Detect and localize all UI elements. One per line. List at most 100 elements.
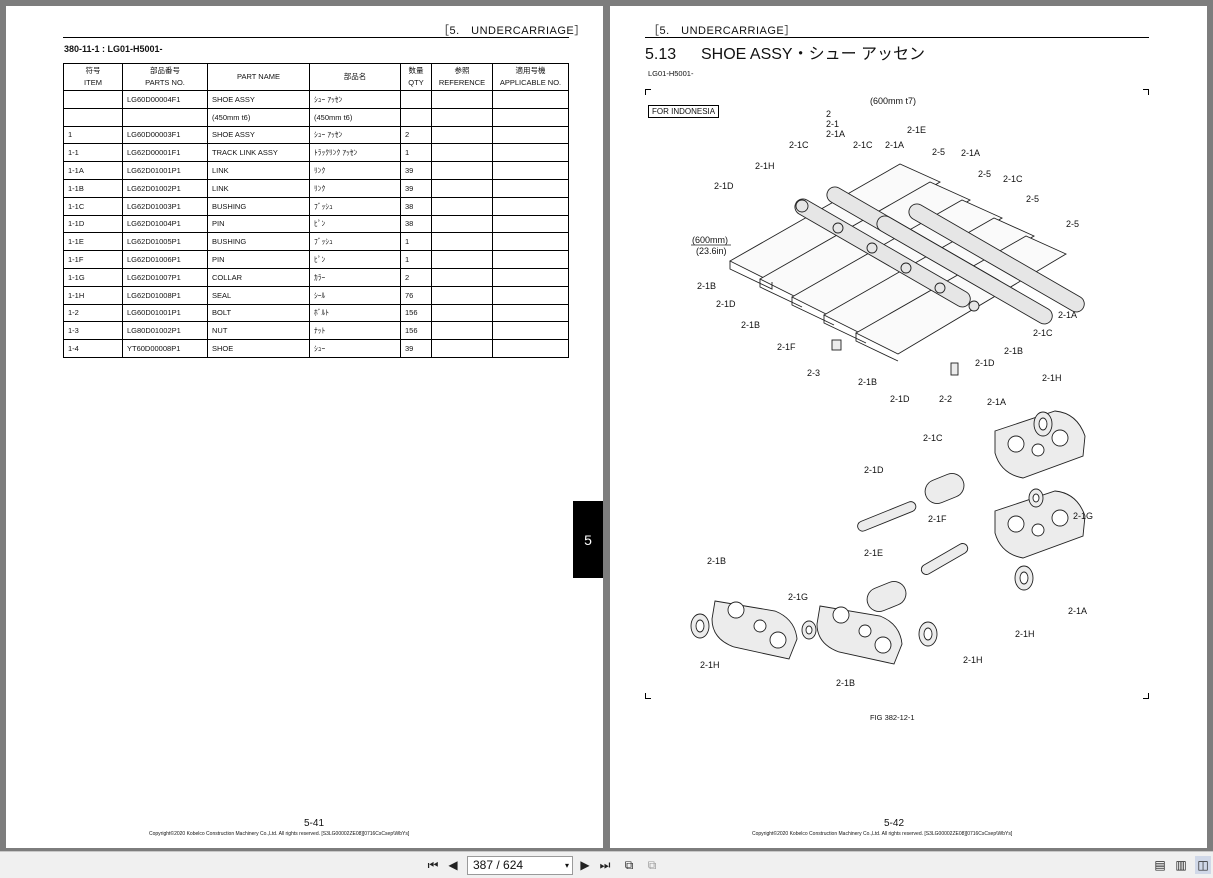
callout-label: 2-1D — [864, 465, 884, 475]
viewer-toolbar: ⏮ ◀ 387 / 624 ▾ ▶ ⏭ ⧉ ⧉ ▤ ▥ ◫ — [0, 851, 1213, 878]
chapter-tab: 5 — [573, 501, 603, 578]
table-cell-name-jp: ｼｭｰ ｱｯｾﾝ — [309, 90, 401, 109]
first-page-icon[interactable]: ⏮ — [427, 858, 439, 872]
callout-label: 2-1A — [961, 148, 980, 158]
figure-caption: FIG 382-12-1 — [870, 713, 915, 722]
table-cell-part-name: LINK — [207, 161, 310, 180]
table-cell-qty: 39 — [400, 178, 432, 198]
table-row: (450mm t6)(450mm t6) — [63, 107, 569, 127]
continuous-view-icon[interactable]: ▥ — [1175, 858, 1187, 872]
header-rule — [645, 37, 1149, 38]
table-cell-parts-no: LG80D01002P1 — [122, 321, 208, 341]
table-cell-reference — [431, 232, 493, 252]
table-cell-name-jp: ﾅｯﾄ — [309, 321, 401, 341]
header-rule — [63, 37, 569, 38]
table-cell-name-jp: (450mm t6) — [309, 107, 401, 127]
callout-label: 2-1G — [788, 592, 808, 602]
next-page-icon[interactable]: ▶ — [580, 858, 590, 872]
callout-label: 2-1D — [975, 358, 995, 368]
table-cell-part-name: COLLAR — [207, 267, 310, 287]
table-cell-part-name: BUSHING — [207, 196, 310, 216]
table-cell-parts-no — [122, 107, 208, 127]
crop-mark — [645, 693, 651, 699]
table-cell-part-name: LINK — [207, 178, 310, 198]
callout-label: 2-1H — [700, 660, 720, 670]
page-number: 5-41 — [304, 818, 325, 829]
go-back-icon[interactable]: ⧉ — [624, 858, 634, 872]
page-number-input[interactable]: 387 / 624 ▾ — [467, 856, 573, 875]
table-cell-part-name: BUSHING — [207, 232, 310, 252]
callout-label: 2-1B — [836, 678, 855, 688]
callout-label: 2-1B — [741, 320, 760, 330]
table-cell-reference — [431, 90, 493, 109]
crop-mark — [1143, 693, 1149, 699]
single-page-view-icon[interactable]: ▤ — [1154, 858, 1166, 872]
table-cell-item: 1-1H — [63, 285, 123, 305]
callout-label: 2-1C — [789, 140, 809, 150]
callout-label: 2-1H — [1015, 629, 1035, 639]
callout-label: 2-1B — [858, 377, 877, 387]
table-cell-reference — [431, 107, 493, 127]
prev-page-icon[interactable]: ◀ — [448, 858, 458, 872]
table-cell-applicable — [492, 321, 569, 341]
table-cell-parts-no: LG62D01006P1 — [122, 250, 208, 269]
table-cell-item — [63, 90, 123, 109]
sheet-id: 380-11-1 : LG01-H5001- — [64, 44, 163, 54]
copyright: Copyright©2020 Kobelco Construction Mach… — [752, 831, 1013, 837]
table-cell-qty: 2 — [400, 125, 432, 145]
table-cell-applicable — [492, 250, 569, 269]
callout-label: 2-1H — [1042, 373, 1062, 383]
table-cell-item: 1-1E — [63, 232, 123, 252]
table-cell-parts-no: LG62D01001P1 — [122, 161, 208, 180]
table-cell-reference — [431, 125, 493, 145]
col-part-name: PART NAME — [207, 63, 310, 91]
table-cell-name-jp: ｶﾗｰ — [309, 267, 401, 287]
shoe-width-mm: (600mm) — [692, 235, 728, 245]
table-cell-part-name: TRACK LINK ASSY — [207, 143, 310, 163]
table-cell-item: 1-3 — [63, 321, 123, 341]
callout-label: 2-1C — [1003, 174, 1023, 184]
table-cell-applicable — [492, 267, 569, 287]
callout-label: 2-1A — [1058, 310, 1077, 320]
shoe-width-in: (23.6in) — [696, 246, 727, 256]
table-cell-item: 1-1F — [63, 250, 123, 269]
chevron-down-icon[interactable]: ▾ — [564, 861, 569, 870]
last-page-icon[interactable]: ⏭ — [599, 858, 611, 872]
table-cell-qty — [400, 90, 432, 109]
table-cell-item: 1-1 — [63, 143, 123, 163]
callout-label: 2-2 — [939, 394, 952, 404]
table-cell-part-name: SHOE ASSY — [207, 90, 310, 109]
table-cell-applicable — [492, 90, 569, 109]
table-cell-qty: 2 — [400, 267, 432, 287]
left-page: ［5. UNDERCARRIAGE］ 380-11-1 : LG01-H5001… — [6, 6, 603, 848]
table-cell-applicable — [492, 143, 569, 163]
table-cell-applicable — [492, 339, 569, 358]
callout-label: 2-1 — [826, 119, 839, 129]
table-cell-qty: 1 — [400, 250, 432, 269]
callout-label: 2-1B — [1004, 346, 1023, 356]
two-page-view-icon[interactable]: ◫ — [1195, 856, 1211, 874]
go-forward-icon[interactable]: ⧉ — [647, 858, 657, 872]
callout-label: 2-1B — [707, 556, 726, 566]
callout-label: 2-1A — [987, 397, 1006, 407]
table-cell-applicable — [492, 196, 569, 216]
section-header: ［5. UNDERCARRIAGE］ — [438, 25, 586, 37]
copyright: Copyright©2020 Kobelco Construction Mach… — [149, 831, 410, 837]
table-cell-applicable — [492, 285, 569, 305]
table-cell-qty: 38 — [400, 196, 432, 216]
callout-label: 2-3 — [807, 368, 820, 378]
table-cell-item: 1 — [63, 125, 123, 145]
table-cell-name-jp: ｼｭｰ — [309, 339, 401, 358]
table-cell-parts-no: LG62D00001F1 — [122, 143, 208, 163]
table-cell-qty: 39 — [400, 339, 432, 358]
page-display: 387 / 624 — [473, 858, 524, 872]
